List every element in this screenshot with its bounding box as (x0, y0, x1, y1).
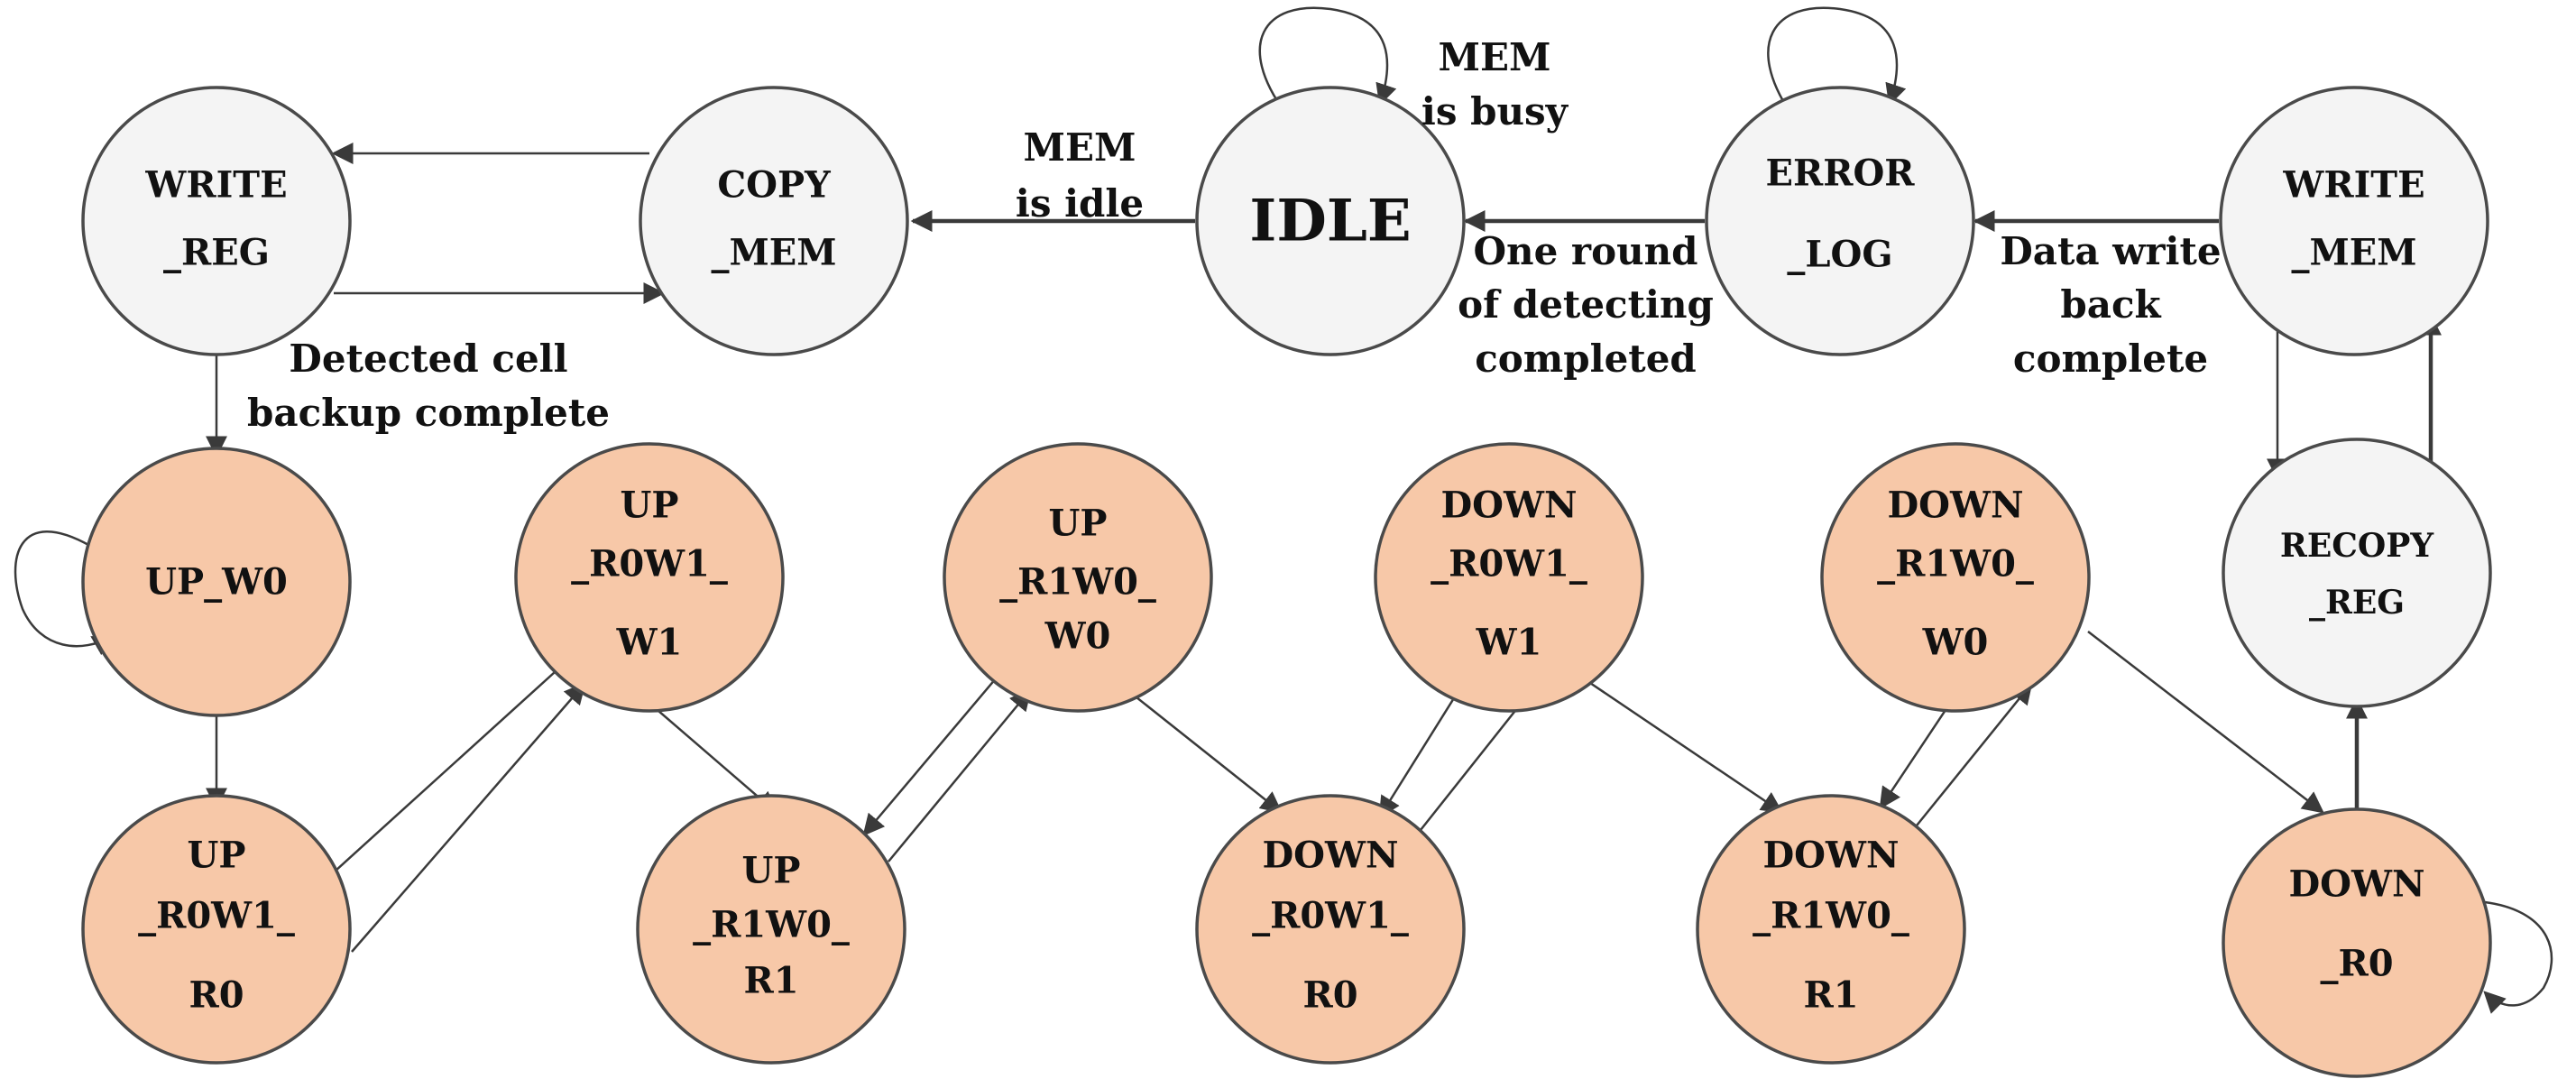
state-label-line: ERROR (1765, 152, 1915, 195)
state-up-w0[interactable]: UP_W0 (81, 447, 352, 717)
state-label-line: _R1W0_ (999, 561, 1156, 604)
state-label-line: W1 (616, 622, 683, 664)
label-write-back: Data write back complete (2000, 229, 2221, 381)
state-down-r1w0-r1[interactable]: DOWN _R1W0_ R1 (1696, 794, 1966, 1065)
label-line: complete (2013, 337, 2208, 381)
state-label-line: _LOG (1787, 234, 1892, 276)
state-label-line: DOWN (1762, 835, 1899, 877)
state-label-line: COPY (717, 164, 831, 207)
edges (14, 6, 2553, 1014)
label-line: One round (1473, 229, 1697, 273)
state-up-r0w1-r0[interactable]: UP _R0W1_ R0 (81, 794, 352, 1065)
state-idle[interactable]: IDLE (1195, 86, 1466, 356)
state-label-line: UP (1049, 503, 1108, 545)
state-label-line: _REG (2309, 584, 2405, 622)
state-copy-mem[interactable]: COPY _MEM (639, 86, 909, 356)
state-down-r0w1-r0[interactable]: DOWN _R0W1_ R0 (1195, 794, 1466, 1065)
state-label-line: IDLE (1249, 188, 1411, 255)
label-line: Data write (2000, 229, 2221, 273)
state-up-r1w0-w0[interactable]: UP _R1W0_ W0 (943, 442, 1213, 713)
label-line: of detecting (1458, 282, 1714, 327)
label-backup-done: Detected cell backup complete (247, 337, 610, 435)
label-line: is idle (1016, 181, 1144, 226)
state-label-line: W0 (1044, 615, 1111, 658)
edge-up-r1w0-w0-to-down-r0w1-r0 (1127, 689, 1283, 814)
state-label-line: DOWN (1887, 484, 2023, 527)
state-label-line: _MEM (711, 232, 836, 274)
state-write-reg[interactable]: WRITE _REG (81, 86, 352, 356)
state-label-line: _R1W0_ (693, 904, 850, 946)
state-label-line: DOWN (2288, 863, 2424, 906)
state-label-line: W1 (1476, 622, 1542, 664)
state-label-line: UP (742, 850, 801, 892)
label-line: back (2060, 282, 2161, 327)
state-label-line: WRITE (2282, 164, 2424, 207)
state-label-line: RECOPY (2280, 527, 2434, 565)
states: WRITE _REG COPY _MEM IDLE ERROR _LOG WRI… (81, 86, 2492, 1078)
state-label-line: UP (188, 835, 246, 877)
state-error-log[interactable]: ERROR _LOG (1705, 86, 1975, 356)
label-line: backup complete (247, 391, 610, 435)
state-label-line: _R1W0_ (1753, 895, 1909, 937)
edge-idle-self-loop (1258, 6, 1397, 114)
label-round-done: One round of detecting completed (1458, 229, 1714, 381)
state-label-line: R1 (1803, 974, 1858, 1017)
state-label-line: R1 (743, 960, 798, 1002)
state-label-line: _R0W1_ (1431, 543, 1587, 586)
label-mem-busy: MEM is busy (1421, 35, 1569, 134)
state-label-line: DOWN (1440, 484, 1577, 527)
edge-down-r1w0-r1-to-down-r1w0-w0 (1916, 682, 2033, 826)
state-label-line: R0 (189, 974, 244, 1017)
state-up-r0w1-w1[interactable]: UP _R0W1_ W1 (514, 442, 785, 713)
state-label-line: _R0W1_ (138, 895, 295, 937)
edge-up-r0w1-r0-to-up-r0w1-w1 (351, 682, 586, 953)
state-label-line: UP_W0 (145, 561, 288, 604)
label-line: MEM (1024, 125, 1136, 170)
label-line: completed (1475, 337, 1697, 381)
state-down-r0w1-w1[interactable]: DOWN _R0W1_ W1 (1374, 442, 1644, 713)
state-up-r1w0-r1[interactable]: UP _R1W0_ R1 (636, 794, 906, 1065)
edge-up-w0-self-loop (14, 530, 115, 656)
state-label-line: _R0W1_ (571, 543, 728, 586)
state-down-r1w0-w0[interactable]: DOWN _R1W0_ W0 (1820, 442, 2091, 713)
edge-down-r1w0-w0-to-down-r0 (2087, 631, 2324, 814)
state-down-r0[interactable]: DOWN _R0 (2222, 807, 2492, 1078)
state-write-mem[interactable]: WRITE _MEM (2219, 86, 2489, 356)
state-label-line: _R0W1_ (1252, 895, 1409, 937)
state-label-line: _REG (163, 232, 270, 274)
state-label-line: DOWN (1262, 835, 1398, 877)
state-label-line: R0 (1302, 974, 1357, 1017)
edge-down-r0w1-w1-to-down-r1w0-r1 (1587, 679, 1783, 814)
edge-up-r1w0-r1-to-up-r1w0-w0 (888, 688, 1032, 862)
label-line: is busy (1421, 89, 1569, 134)
edge-up-r0w1-w1-to-up-r0w1-r0 (314, 671, 556, 890)
state-label-line: _R1W0_ (1877, 543, 2034, 586)
transition-labels: MEM is busy MEM is idle One round of det… (247, 35, 2222, 435)
state-label-line: W0 (1922, 622, 1989, 664)
state-label-line: _MEM (2291, 232, 2416, 274)
state-label-line: WRITE (144, 164, 287, 207)
label-line: MEM (1439, 35, 1551, 79)
state-recopy-reg[interactable]: RECOPY _REG (2222, 438, 2492, 708)
edge-down-r0-self-loop (2483, 900, 2553, 1014)
label-line: Detected cell (289, 337, 567, 381)
state-label-line: _R0 (2320, 943, 2393, 985)
label-mem-idle: MEM is idle (1016, 125, 1144, 226)
state-label-line: UP (621, 484, 679, 527)
edge-error-log-self-loop (1767, 6, 1907, 114)
edge-up-r1w0-w0-to-up-r1w0-r1 (862, 671, 1002, 836)
edge-up-r0w1-w1-to-up-r1w0-r1 (644, 698, 777, 814)
